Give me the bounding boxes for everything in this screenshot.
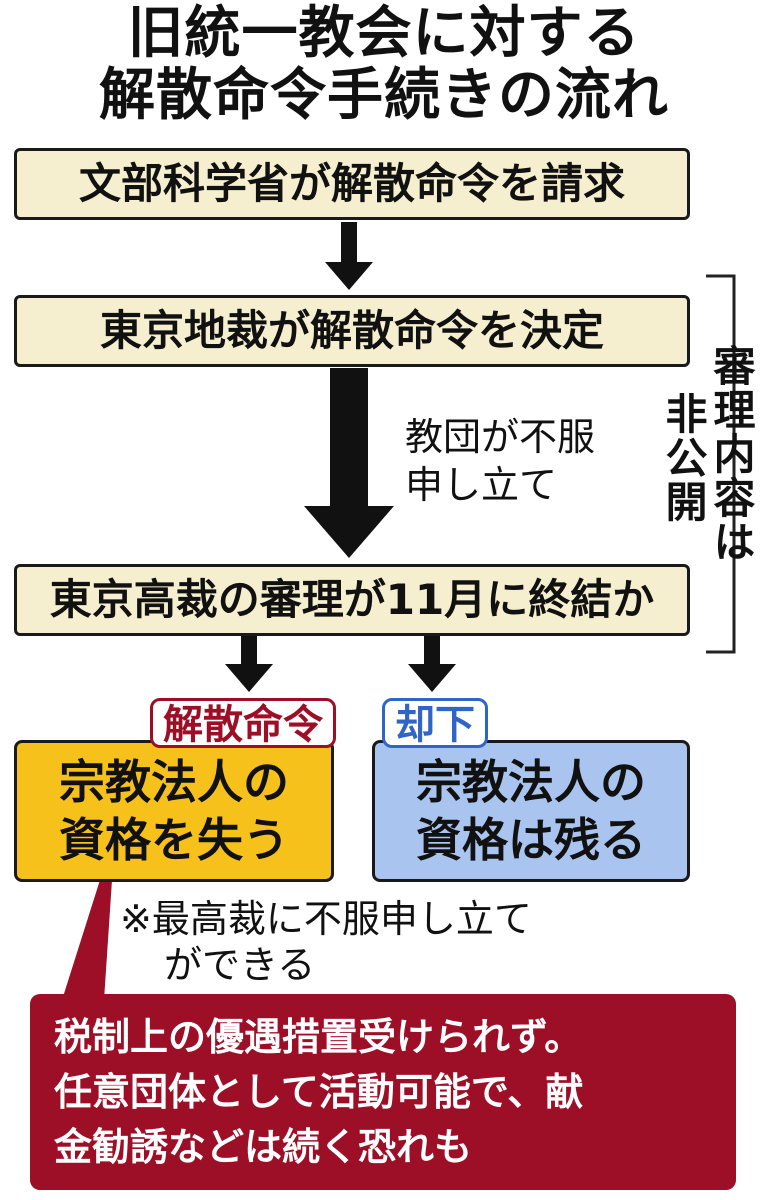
tag-dismissal: 却下 [382,698,488,748]
title-line-2: 解散命令手続きの流れ [99,63,669,128]
appeal-note-line-1: 教団が不服 [405,415,596,459]
bracket-private-hearing [706,274,736,654]
outcome-dismissal-line-1: 宗教法人の [416,755,646,809]
tag-dissolution-order: 解散命令 [150,698,336,748]
supreme-court-note-line-1: ※最高裁に不服申し立て [120,897,532,941]
title-line-1: 旧統一教会に対する [127,1,641,66]
step-high-court-hearing: 東京高裁の審理が11月に終結か [14,564,690,636]
bracket-note-line-2: 非公開 [659,392,708,524]
consequence-callout: 税制上の優遇措置受けられず。 任意団体として活動可能で、献 金勧誘などは続く恐れ… [30,994,736,1190]
arrow-request-to-decision [325,222,373,290]
arrow-to-dismissal [408,636,456,692]
supreme-court-note-line-2: ができる [164,943,316,987]
outcome-dissolution-line-1: 宗教法人の [59,755,289,809]
outcome-dissolution-line-2: 資格を失う [59,813,289,867]
callout-pointer [62,880,112,1000]
arrow-to-dissolution [225,636,273,692]
outcome-dismissal: 宗教法人の 資格は残る [372,740,690,882]
consequence-line-3: 金勧誘などは続く恐れも [54,1125,473,1169]
arrow-decision-to-appeal [304,368,394,558]
bracket-note-line-1: 審理内容は [707,344,756,564]
consequence-line-2: 任意団体として活動可能で、献 [54,1070,584,1114]
step-district-decision: 東京地裁が解散命令を決定 [14,295,690,367]
outcome-dissolution: 宗教法人の 資格を失う [14,740,334,882]
appeal-note-line-2: 申し立て [405,463,558,507]
step-request: 文部科学省が解散命令を請求 [14,148,690,220]
consequence-line-1: 税制上の優遇措置受けられず。 [54,1015,583,1059]
outcome-dismissal-line-2: 資格は残る [416,813,646,867]
